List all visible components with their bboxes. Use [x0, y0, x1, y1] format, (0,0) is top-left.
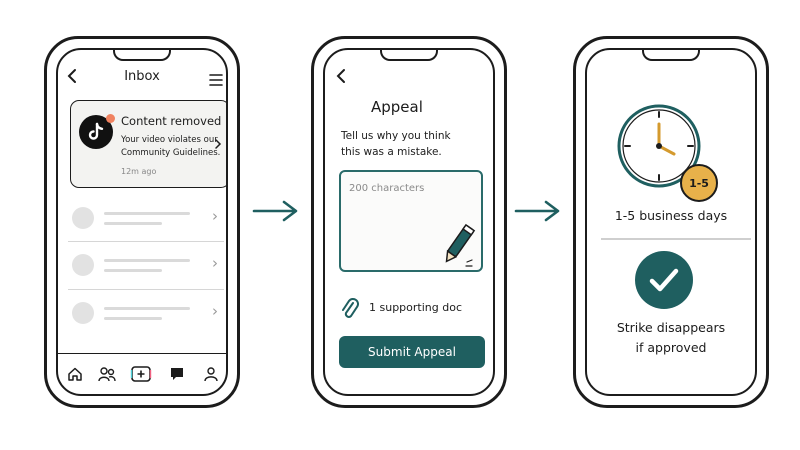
notification-body-line2: Community Guidelines. — [121, 148, 221, 158]
notification-time: 12m ago — [121, 167, 157, 176]
pencil-icon — [439, 222, 477, 272]
paperclip-icon[interactable] — [341, 297, 359, 325]
tiktok-icon — [79, 114, 115, 149]
appeal-screen: Appeal Tell us why you think this was a … — [323, 48, 495, 396]
profile-icon[interactable] — [200, 363, 222, 385]
chevron-right-icon: › — [212, 207, 218, 225]
submit-appeal-button[interactable]: Submit Appeal — [339, 336, 485, 368]
create-icon[interactable] — [130, 363, 152, 385]
appeal-input-placeholder: 200 characters — [349, 183, 425, 194]
list-item-placeholder[interactable]: › — [68, 195, 224, 241]
phone-inbox: Inbox Content removed Your video violate… — [44, 36, 240, 408]
notification-body-line1: Your video violates our — [121, 135, 218, 145]
timeframe-label: 1-5 business days — [614, 208, 728, 223]
outcome-line2: if approved — [635, 340, 707, 355]
chevron-right-icon: › — [212, 302, 218, 320]
messages-icon[interactable] — [166, 363, 188, 385]
phone-appeal: Appeal Tell us why you think this was a … — [311, 36, 507, 408]
outcome-line1: Strike disappears — [616, 320, 726, 335]
phone-notch — [642, 50, 700, 61]
appeal-reason-input[interactable]: 200 characters — [339, 170, 483, 272]
notification-title: Content removed — [121, 114, 222, 128]
avatar-placeholder — [72, 207, 94, 229]
page-title: Appeal — [371, 98, 423, 116]
chevron-left-icon[interactable] — [335, 68, 347, 88]
notification-card[interactable]: Content removed Your video violates our … — [70, 100, 226, 188]
hamburger-icon[interactable] — [209, 71, 223, 90]
phone-notch — [113, 50, 171, 61]
phone-notch — [380, 50, 438, 61]
list-item-placeholder[interactable]: › — [68, 289, 224, 336]
result-screen: 1-5 1-5 business days Strike disappears … — [585, 48, 757, 396]
duration-badge: 1-5 — [680, 164, 718, 202]
divider — [601, 238, 751, 240]
friends-icon[interactable] — [96, 363, 118, 385]
inbox-screen: Inbox Content removed Your video violate… — [56, 48, 228, 396]
chevron-right-icon: › — [212, 254, 218, 272]
chevron-right-icon — [214, 135, 222, 154]
attachment-label: 1 supporting doc — [369, 301, 462, 314]
phone-result: 1-5 1-5 business days Strike disappears … — [573, 36, 769, 408]
appeal-prompt-line1: Tell us why you think — [341, 130, 451, 142]
chevron-left-icon[interactable] — [66, 68, 78, 88]
list-item-placeholder[interactable]: › — [68, 241, 224, 288]
appeal-prompt-line2: this was a mistake. — [341, 146, 442, 158]
arrow-right-icon — [252, 199, 300, 227]
home-icon[interactable] — [64, 363, 86, 385]
notification-dot — [106, 114, 115, 123]
avatar-placeholder — [72, 254, 94, 276]
page-title: Inbox — [124, 69, 160, 84]
avatar-placeholder — [72, 302, 94, 324]
bottom-nav — [58, 353, 226, 394]
checkmark-icon — [635, 251, 693, 309]
arrow-right-icon — [514, 199, 562, 227]
clock-icon — [615, 102, 707, 198]
